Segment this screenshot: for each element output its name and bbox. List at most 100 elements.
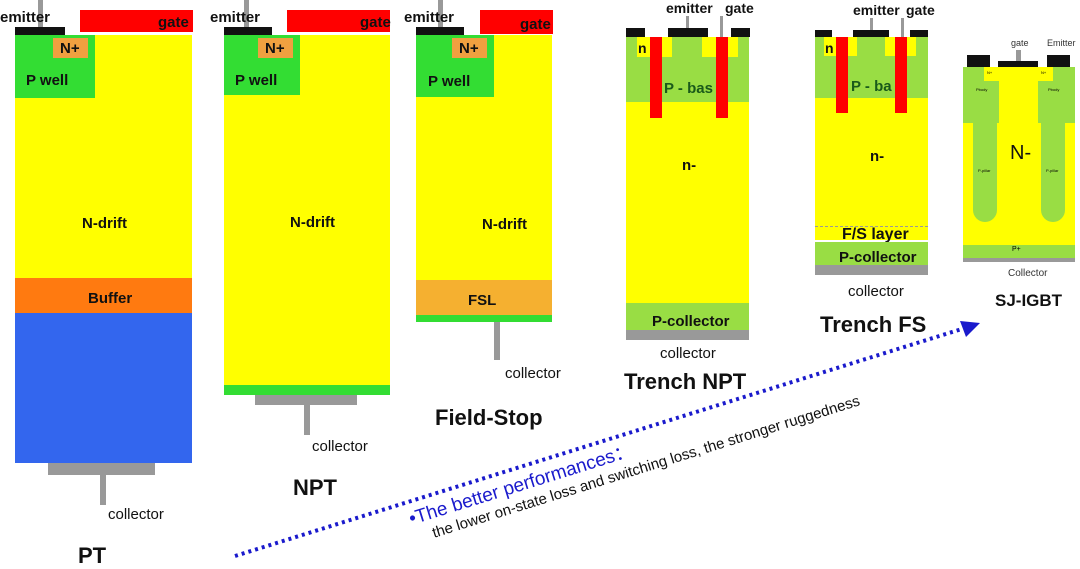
n-drift-region [815, 98, 928, 240]
n-drift-label: N- [1010, 142, 1032, 164]
p-pillar-label: P-pillar [978, 168, 991, 173]
emitter-lead [686, 16, 689, 28]
dotted-arrow-line [234, 326, 966, 558]
p-pillar [973, 110, 997, 222]
n-plus [702, 37, 716, 57]
contact [626, 28, 645, 37]
n-plus-label: N+ [60, 40, 80, 57]
trench-gate [716, 37, 728, 118]
emitter-contact [15, 27, 65, 35]
p-body-label: Pbody [1048, 87, 1060, 92]
emitter-contact [668, 28, 708, 37]
n-plus [1038, 67, 1053, 81]
collector-lead [494, 322, 500, 360]
collector-contact [626, 330, 749, 340]
n-drift-region [626, 102, 749, 303]
collector-label: collector [505, 365, 561, 382]
p-collector-layer [815, 242, 928, 265]
field-stop-title: Field-Stop [435, 405, 543, 430]
gate-lead [720, 16, 723, 37]
emitter-contact [967, 55, 990, 67]
n-plus [258, 38, 293, 58]
n-plus [885, 37, 895, 56]
gate-electrode [480, 10, 553, 34]
collector-label: collector [108, 506, 164, 523]
gate-electrode [287, 10, 390, 32]
emitter-label: emitter [0, 9, 51, 26]
p-body-label: Pbody [976, 87, 988, 92]
n-plus-label: N+ [265, 40, 285, 57]
collector-lead [100, 475, 106, 505]
emitter-label: Emitter [1047, 38, 1076, 48]
emitter-label: emitter [210, 9, 261, 26]
p-collector-layer [224, 385, 390, 395]
npt-title: NPT [293, 475, 337, 500]
arrowhead-icon [960, 321, 980, 337]
collector-label: Collector [1008, 268, 1048, 279]
n-plus [848, 37, 857, 56]
n-plus [907, 37, 916, 56]
gate-label: gate [1011, 38, 1029, 48]
collector-label: collector [660, 345, 716, 362]
p-plus-layer [963, 245, 1075, 258]
p-pillar [1041, 110, 1065, 222]
fsl-layer [416, 280, 552, 315]
fs-boundary [815, 226, 928, 227]
p-well-label: P well [235, 72, 278, 89]
gate-contact [998, 61, 1038, 67]
p-well-label: P well [428, 73, 471, 90]
emitter-contact [853, 30, 889, 37]
n-plus [728, 37, 738, 57]
collector-contact [48, 463, 155, 475]
collector-label: collector [848, 283, 904, 300]
emitter-label: emitter [853, 2, 900, 18]
n-drift-label: N-drift [482, 216, 527, 233]
contact [731, 28, 750, 37]
emitter-lead [38, 0, 43, 27]
n-label: n [638, 40, 647, 56]
n-plus [984, 67, 999, 81]
collector-contact [963, 258, 1075, 262]
emitter-lead [870, 18, 873, 30]
trench-gate [650, 37, 662, 118]
p-collector-layer [626, 303, 749, 330]
p-collector-layer [416, 315, 552, 322]
n-plus-label: N+ [987, 70, 993, 75]
n-plus-label: N+ [1041, 70, 1047, 75]
emitter-label: emitter [404, 9, 455, 26]
fs-layer-label: F/S layer [842, 226, 909, 243]
sj-igbt-title: SJ-IGBT [995, 291, 1063, 310]
n-plus [53, 38, 88, 58]
n-drift-label: N-drift [290, 214, 335, 231]
collector-lead [304, 405, 310, 435]
n-plus [824, 37, 836, 56]
gate-electrode [80, 10, 193, 32]
contact [910, 30, 928, 37]
p-plus-label: P+ [1012, 246, 1021, 253]
n-drift-label: n- [682, 157, 697, 174]
collector-label: collector [312, 438, 368, 455]
n-drift-label: n- [870, 148, 885, 165]
buffer-label: Buffer [88, 290, 133, 307]
gate-label: gate [360, 14, 391, 31]
trench-fs-title: Trench FS [820, 312, 927, 337]
p-base-label: P - bas [664, 80, 713, 97]
collector-contact [815, 265, 928, 275]
p-well-label: P well [26, 72, 69, 89]
gate-label: gate [725, 0, 754, 16]
trench-gate [895, 37, 907, 113]
n-drift-label: N-drift [82, 215, 127, 232]
gate-label: gate [520, 16, 551, 33]
gate-label: gate [906, 2, 935, 18]
contact [815, 30, 832, 37]
emitter-contact [1047, 55, 1070, 67]
n-plus [662, 37, 672, 57]
trench-gate [836, 37, 848, 113]
trench-npt-title: Trench NPT [624, 369, 747, 394]
n-plus [452, 38, 487, 58]
gate-lead [901, 18, 904, 37]
fsl-label: FSL [468, 292, 497, 309]
n-plus [637, 37, 650, 57]
buffer-layer [15, 278, 192, 313]
